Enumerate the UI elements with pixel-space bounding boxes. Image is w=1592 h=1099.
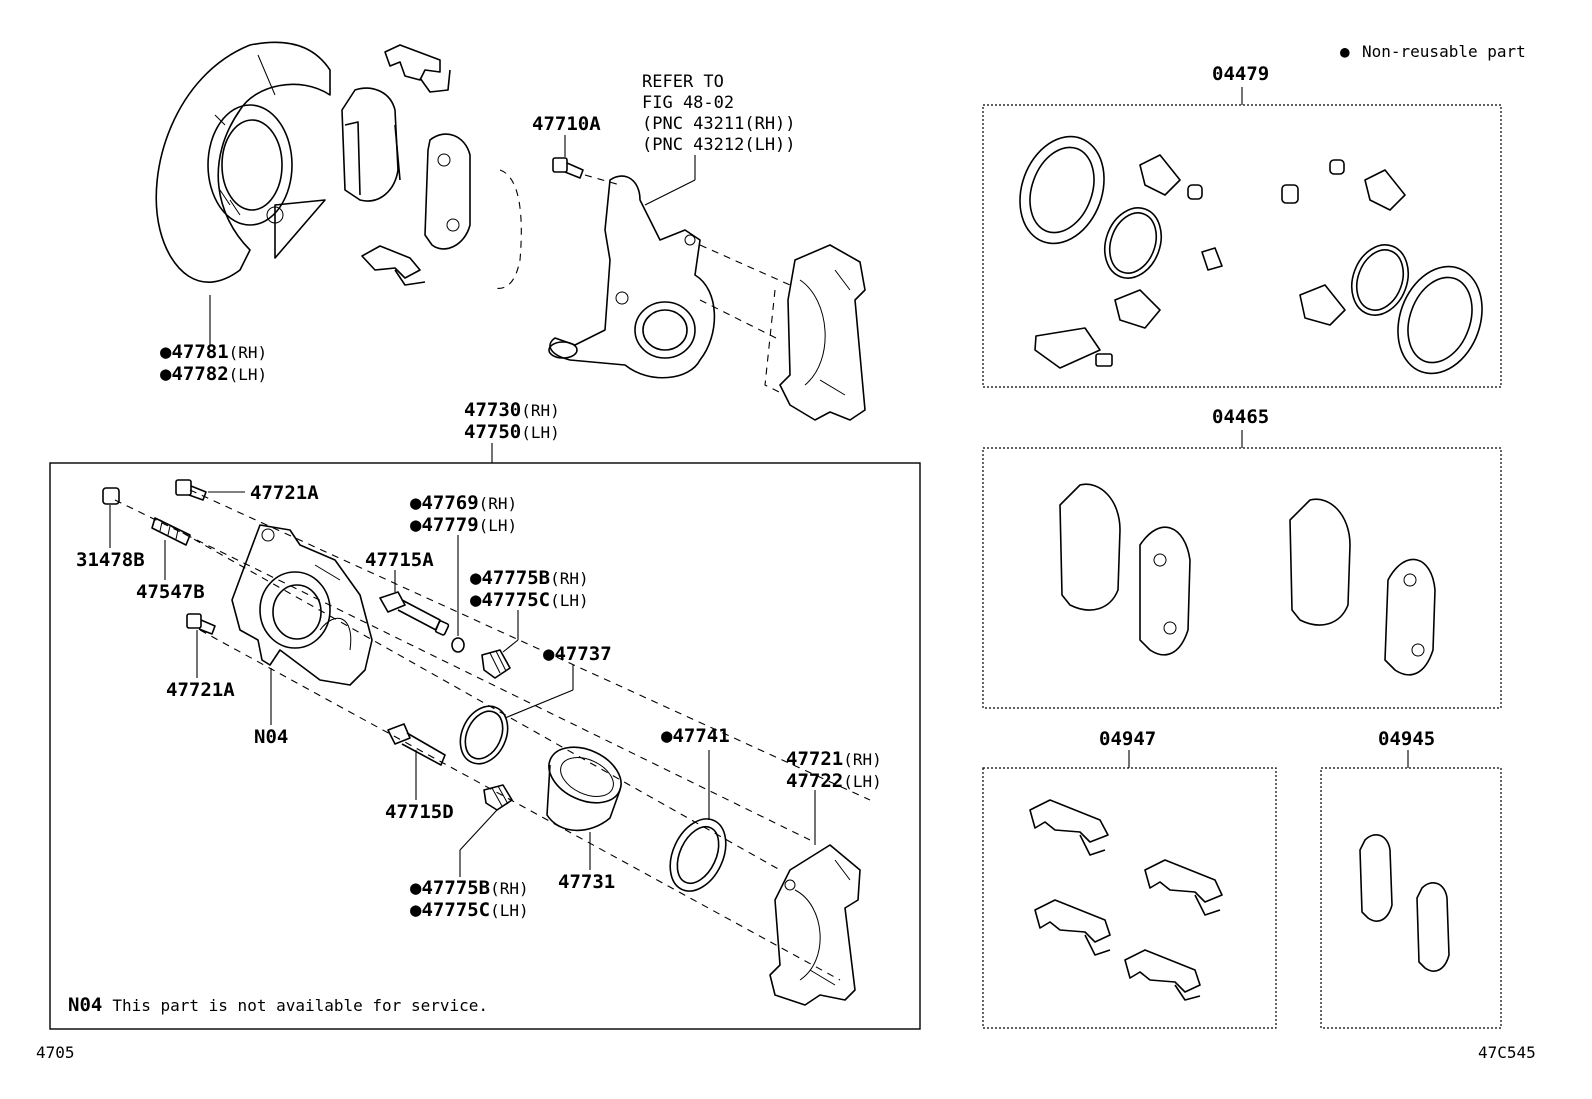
slide-pin-a-icon [379, 591, 450, 636]
bleeder-cap-icon [102, 487, 120, 505]
part-47715d: 47715D [385, 801, 454, 823]
part-47775c-bottom-bullet: ● [410, 899, 422, 921]
kit-box-04947 [982, 767, 1277, 1029]
svg-text:47730(RH): 47730(RH) [464, 399, 560, 421]
cylinder-boot-icon [669, 818, 727, 892]
svg-text:●47737: ●47737 [543, 643, 612, 665]
part-47782-bullet: ● [160, 363, 172, 385]
footnote-code: N04 [68, 994, 102, 1016]
kit-04479: 04479 [1212, 63, 1269, 85]
svg-text:●47741: ●47741 [661, 725, 730, 747]
refer-line-1: REFER TO [642, 72, 724, 92]
caliper-bracket-icon [764, 244, 866, 421]
bolt-47710a-icon [552, 157, 584, 179]
piston-icon [546, 746, 622, 832]
part-47775b-top-bullet: ● [470, 567, 482, 589]
figure-number: 4705 [36, 1043, 75, 1062]
brake-pad-icon [341, 87, 401, 202]
part-47775c-top-bullet: ● [470, 589, 482, 611]
refer-line-2: FIG 48-02 [642, 93, 734, 113]
part-47721a-top: 47721A [250, 482, 319, 504]
legend: ● Non-reusable part [1340, 42, 1526, 61]
part-47775c-bottom: 47775C [421, 899, 490, 921]
part-47781-bullet: ● [160, 341, 172, 363]
part-47547b: 47547B [136, 581, 205, 603]
footnote: N04 This part is not available for servic… [68, 994, 488, 1016]
caliper-assembly-box [49, 462, 921, 1030]
svg-text:47750(LH): 47750(LH) [464, 421, 560, 443]
kit-box-04945 [1320, 767, 1502, 1029]
caliper-mounting-bracket-icon [769, 844, 861, 1006]
part-47779: 47779 [421, 514, 478, 536]
bushing-icon [451, 637, 465, 653]
part-47779-bullet: ● [410, 514, 422, 536]
bolt-47721a-top-icon [175, 479, 207, 501]
part-47741-bullet: ● [661, 725, 673, 747]
steering-knuckle-icon [548, 175, 716, 379]
kit-box-04465 [982, 447, 1502, 709]
footnote-text: This part is not available for service. [112, 996, 488, 1015]
part-47737: 47737 [554, 643, 611, 665]
caliper-body-icon [231, 524, 373, 686]
bleeder-plug-icon [151, 517, 191, 546]
kit-04947: 04947 [1099, 728, 1156, 750]
svg-text:●47781(RH): ●47781(RH) [160, 341, 267, 363]
svg-text:●47779(LH): ●47779(LH) [410, 514, 517, 536]
part-47782: 47782 [171, 363, 228, 385]
part-47721: 47721 [786, 748, 843, 770]
legend-text: Non-reusable part [1362, 42, 1526, 61]
dust-cover-shield-icon [155, 41, 331, 283]
part-47750: 47750 [464, 421, 521, 443]
part-47710a: 47710A [532, 113, 601, 135]
svg-text:●47769(RH): ●47769(RH) [410, 492, 517, 514]
part-47737-bullet: ● [543, 643, 555, 665]
part-47775b-bottom-bullet: ● [410, 877, 422, 899]
illustration-code: 47C545 [1478, 1043, 1536, 1062]
pin-boot-top-icon [481, 649, 511, 679]
part-47775b-top: 47775B [481, 567, 550, 589]
svg-text:47722(LH): 47722(LH) [786, 770, 882, 792]
anti-squeal-shim-icon [424, 133, 522, 289]
refer-line-4: (PNC 43212(LH)) [642, 135, 796, 155]
part-31478b: 31478B [76, 549, 145, 571]
svg-text:47721(RH): 47721(RH) [786, 748, 882, 770]
piston-seal-icon [459, 705, 509, 765]
part-47722: 47722 [786, 770, 843, 792]
part-47769-bullet: ● [410, 492, 422, 514]
part-47781: 47781 [171, 341, 228, 363]
shim-kit-icon [1359, 834, 1450, 972]
part-47741: 47741 [672, 725, 729, 747]
kit-04945: 04945 [1378, 728, 1435, 750]
svg-text:●47775B(RH): ●47775B(RH) [470, 567, 589, 589]
slide-pin-d-icon [387, 723, 446, 766]
kit-04465: 04465 [1212, 406, 1269, 428]
part-47715a: 47715A [365, 549, 434, 571]
kit-box-04479 [982, 104, 1502, 388]
part-47721a-bottom: 47721A [166, 679, 235, 701]
svg-text:●47775C(LH): ●47775C(LH) [410, 899, 529, 921]
part-47769: 47769 [421, 492, 478, 514]
pin-boot-bottom-icon [483, 784, 513, 811]
part-47775b-bottom: 47775B [421, 877, 490, 899]
seal-kit-icon [1019, 135, 1483, 375]
svg-text:●47775C(LH): ●47775C(LH) [470, 589, 589, 611]
pad-kit-icon [1059, 483, 1436, 676]
part-47730: 47730 [464, 399, 521, 421]
legend-bullet: ● [1340, 42, 1350, 61]
bolt-47721a-bottom-icon [186, 613, 216, 635]
svg-text:●47782(LH): ●47782(LH) [160, 363, 267, 385]
refer-line-3: (PNC 43211(RH)) [642, 114, 796, 134]
part-47775c-top: 47775C [481, 589, 550, 611]
clip-kit-icon [1029, 799, 1223, 1001]
part-n04: N04 [254, 726, 288, 748]
pad-clip-icon [361, 44, 451, 286]
svg-text:●47775B(RH): ●47775B(RH) [410, 877, 529, 899]
part-47731: 47731 [558, 871, 615, 893]
